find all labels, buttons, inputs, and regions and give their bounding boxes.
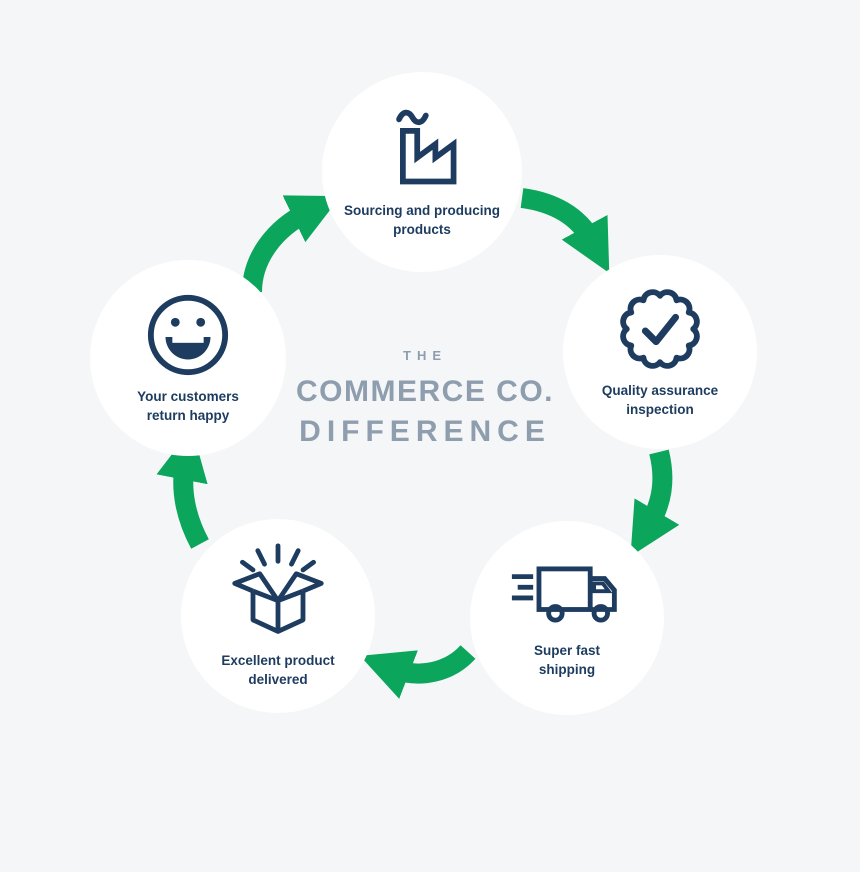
arrow-delivered-to-customers [156,428,209,549]
node-customers-happy: Your customers return happy [90,260,286,456]
arrow-shipping-to-delivered [360,644,476,699]
title-line2: DIFFERENCE [299,415,551,448]
node-fast-shipping: Super fast shipping [470,521,664,715]
node-label: Excellent product delivered [221,653,335,687]
arrow-customers-to-sourcing [242,195,341,293]
delivery-truck-icon [511,566,617,623]
node-label: Super fast shipping [533,643,601,677]
node-label: Sourcing and producing products [344,203,500,237]
node-product-delivered: Excellent product delivered [181,519,375,713]
node-sourcing-producing: Sourcing and producing products [322,72,522,272]
quality-seal-check-icon [620,289,700,370]
node-quality-assurance: Quality assurance inspection [563,255,757,449]
title-line1: COMMERCE CO. [296,375,554,408]
factory-icon [396,110,457,185]
arrow-quality-to-shipping [630,449,680,557]
node-label: Quality assurance inspection [601,383,719,417]
arrow-sourcing-to-quality [520,188,610,274]
open-box-icon [232,543,324,635]
center-title: THE COMMERCE CO. DIFFERENCE [285,348,565,449]
node-label: Your customers return happy [137,389,239,423]
title-kicker: THE [403,348,447,363]
happy-face-icon [147,295,229,376]
